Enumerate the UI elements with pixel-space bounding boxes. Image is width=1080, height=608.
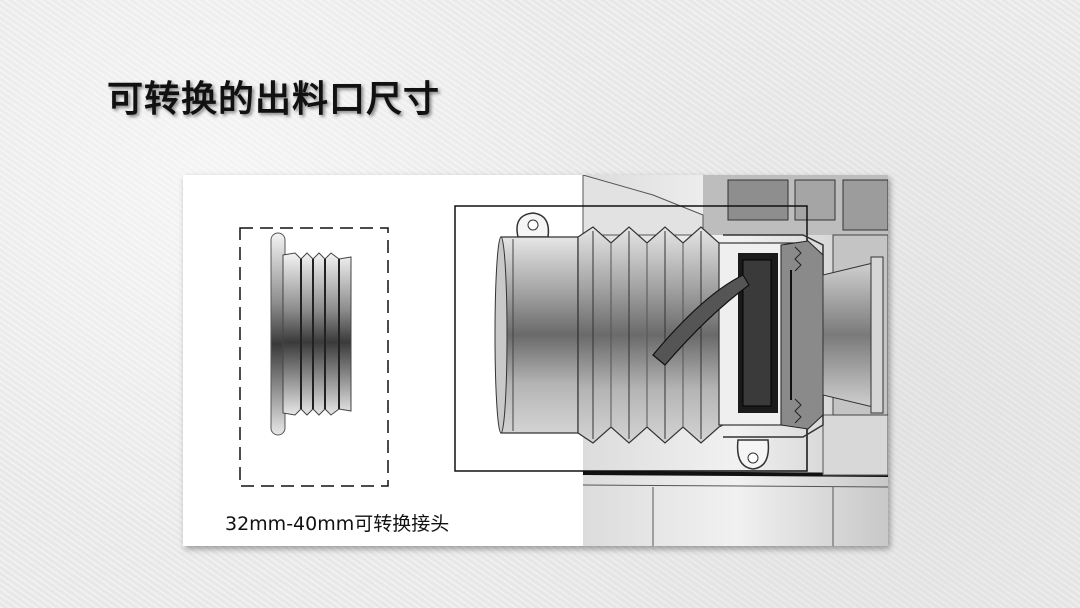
assembly-section-view [454, 175, 888, 546]
adapter-figure: 32mm-40mm可转换接头 [183, 175, 888, 546]
adapter-caption: 32mm-40mm可转换接头 [225, 513, 450, 535]
slide-title: 可转换的出料口尺寸 [107, 79, 441, 120]
adapter-cad-drawing [239, 175, 888, 546]
adapter-detail-view [239, 227, 389, 487]
